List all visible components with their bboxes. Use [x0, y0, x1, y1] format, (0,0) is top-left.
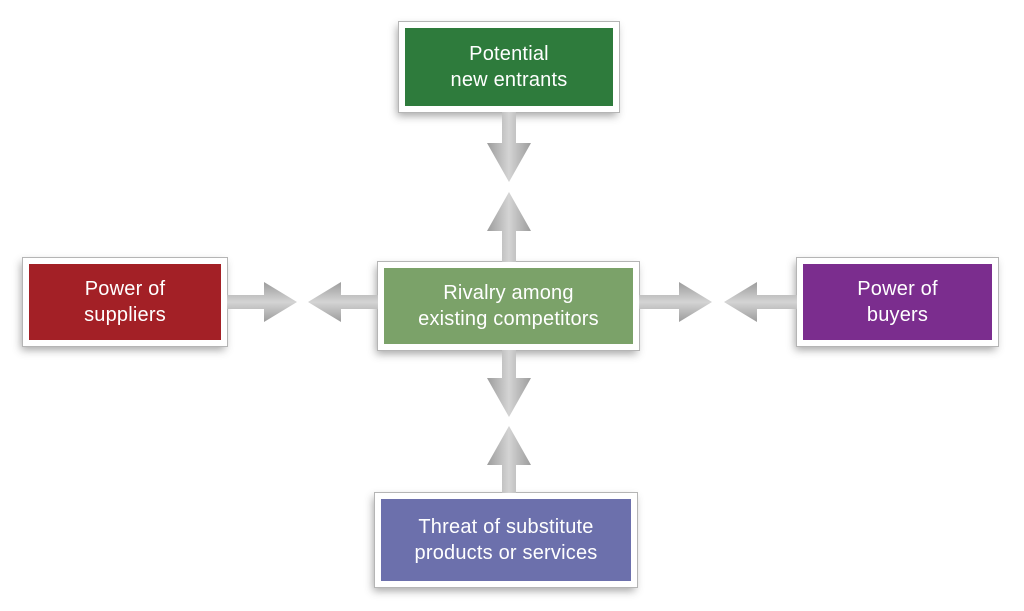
node-power-of-buyers: Power of buyers: [796, 257, 999, 347]
node-label-line: Power of: [857, 278, 938, 300]
node-label-line: products or services: [414, 542, 598, 564]
arrow-right-icon: [639, 282, 712, 322]
converging-arrows-vertical-bottom-icon: [487, 350, 531, 493]
arrow-left-icon: [308, 282, 378, 322]
node-label-line: Potential: [469, 43, 549, 65]
node-label-line: suppliers: [84, 304, 166, 326]
node-power-of-suppliers: Power of suppliers: [22, 257, 228, 347]
arrow-right-icon: [227, 282, 297, 322]
converging-arrows-horizontal-left-icon: [227, 282, 378, 322]
converging-arrows-vertical-top-icon: [487, 112, 531, 262]
node-potential-new-entrants: Potential new entrants: [398, 21, 620, 113]
node-label-line: Power of: [84, 278, 166, 300]
arrow-left-icon: [724, 282, 797, 322]
node-label-line: existing competitors: [418, 308, 599, 330]
node-label-line: Threat of substitute: [418, 516, 594, 538]
node-label-line: new entrants: [450, 69, 568, 91]
converging-arrows-horizontal-right-icon: [639, 282, 797, 322]
node-rivalry-among-existing-competitors: Rivalry among existing competitors: [377, 261, 640, 351]
arrow-up-icon: [487, 192, 531, 262]
node-label-line: buyers: [866, 304, 929, 326]
node-label-line: Rivalry among: [443, 282, 574, 304]
arrow-down-icon: [487, 350, 531, 417]
arrow-up-icon: [487, 426, 531, 493]
node-threat-of-substitute-products: Threat of substitute products or service…: [374, 492, 638, 588]
arrow-down-icon: [487, 112, 531, 182]
